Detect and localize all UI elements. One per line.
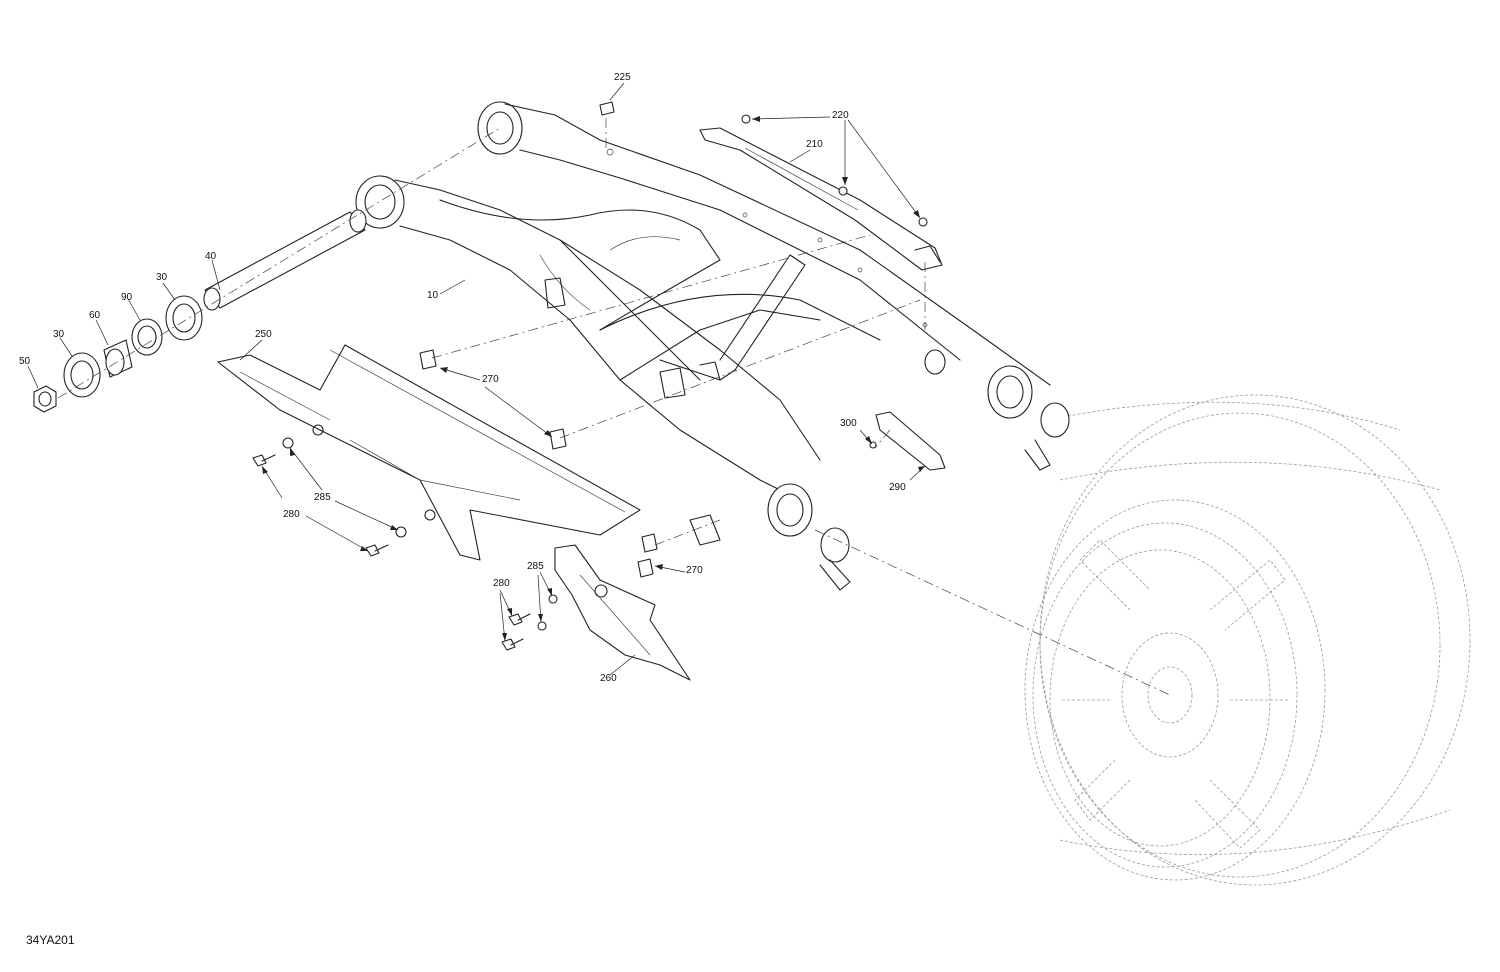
callout-30-lower: 30: [53, 329, 65, 340]
pivot-shaft-assembly: [33, 209, 367, 413]
callout-285-left: 285: [314, 492, 331, 503]
callout-10: 10: [427, 290, 439, 301]
callout-225: 225: [614, 72, 631, 83]
callout-210: 210: [806, 139, 823, 150]
callout-280-left: 280: [283, 509, 300, 520]
upper-bracket: [699, 127, 943, 271]
leader-arrowheads: [262, 116, 925, 641]
callout-280-bottom: 280: [493, 578, 510, 589]
lower-guard: [554, 544, 691, 681]
callout-300: 300: [840, 418, 857, 429]
swing-arm: [355, 101, 1070, 591]
chain-guard: [217, 344, 641, 561]
callout-50: 50: [19, 356, 31, 367]
callout-40: 40: [205, 251, 217, 262]
callout-270-lower: 270: [686, 565, 703, 576]
callout-285-bottom: 285: [527, 561, 544, 572]
callout-90: 90: [121, 292, 133, 303]
exploded-centerlines: [57, 118, 1171, 696]
diagram-code: 34YA201: [26, 933, 75, 947]
callout-250: 250: [255, 329, 272, 340]
callout-260: 260: [600, 673, 617, 684]
callout-270-upper: 270: [482, 374, 499, 385]
rear-wheel-ghost: [1024, 394, 1471, 886]
callout-290: 290: [889, 482, 906, 493]
callout-220: 220: [832, 110, 849, 121]
hardware: [252, 101, 946, 651]
callout-60: 60: [89, 310, 101, 321]
callout-30-upper: 30: [156, 272, 168, 283]
